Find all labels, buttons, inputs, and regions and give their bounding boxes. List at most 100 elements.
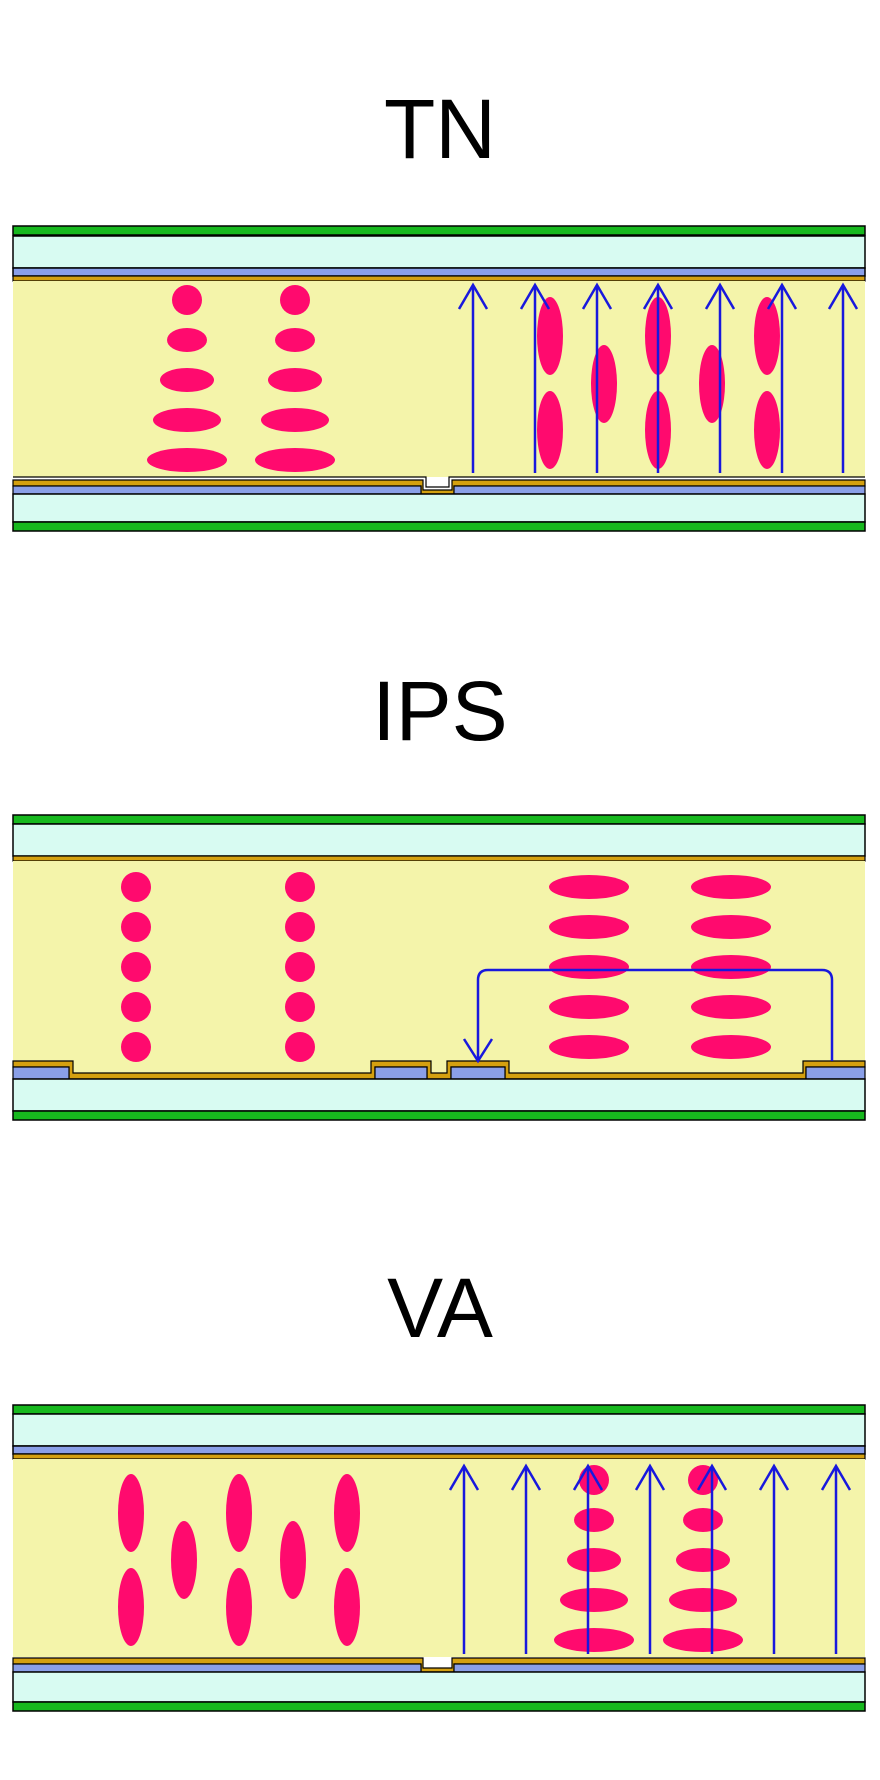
ips-electrode xyxy=(805,1066,866,1080)
ips-top-polarizer xyxy=(12,814,866,825)
tn-field-arrow xyxy=(519,282,551,473)
va-molecule xyxy=(226,1474,252,1552)
va-molecule xyxy=(663,1628,743,1652)
ips-molecule xyxy=(691,915,771,939)
ips-electrode xyxy=(374,1066,428,1080)
va-field-arrow xyxy=(696,1463,728,1654)
va-field-arrow xyxy=(448,1463,480,1654)
ips-molecule xyxy=(549,995,629,1019)
va-molecule xyxy=(574,1508,614,1532)
va-molecule xyxy=(683,1508,723,1532)
va-bottom-polarizer xyxy=(12,1701,866,1712)
tn-field-arrow xyxy=(457,282,489,473)
ips-bottom-polarizer xyxy=(12,1110,866,1121)
tn-molecule xyxy=(275,328,315,352)
tn-cell xyxy=(12,225,866,532)
ips-electrode xyxy=(12,1066,70,1080)
tn-molecule xyxy=(268,368,322,392)
va-molecule xyxy=(554,1628,634,1652)
va-top-glass xyxy=(12,1413,866,1447)
va-top-electrode xyxy=(12,1445,866,1455)
tn-molecule xyxy=(261,408,329,432)
va-top-alignment-layer xyxy=(12,1453,866,1460)
va-field-arrow xyxy=(572,1463,604,1654)
va-title: VA xyxy=(387,1261,493,1355)
ips-bottom-glass xyxy=(12,1078,866,1112)
va-molecule xyxy=(334,1568,360,1646)
tn-molecule xyxy=(537,297,563,375)
ips-molecule xyxy=(549,875,629,899)
ips-molecule xyxy=(691,875,771,899)
va-molecule xyxy=(171,1521,197,1599)
tn-molecule xyxy=(754,297,780,375)
ips-molecule xyxy=(121,872,151,902)
tn-field-arrows xyxy=(457,282,859,473)
va-molecule xyxy=(334,1474,360,1552)
va-molecule xyxy=(567,1548,621,1572)
ips-molecule xyxy=(121,952,151,982)
ips-molecule xyxy=(121,912,151,942)
tn-molecules-off xyxy=(147,285,335,472)
tn-molecule xyxy=(147,448,227,472)
va-field-arrow xyxy=(510,1463,542,1654)
ips-molecule xyxy=(285,992,315,1022)
va-field-arrow xyxy=(820,1463,852,1654)
ips-top-alignment-layer xyxy=(12,855,866,862)
ips-panel: IPS xyxy=(12,664,866,1121)
tn-field-arrow xyxy=(827,282,859,473)
va-molecules-off xyxy=(118,1474,360,1646)
ips-title: IPS xyxy=(372,664,507,758)
tn-top-alignment-layer xyxy=(12,275,866,282)
tn-top-glass xyxy=(12,235,866,269)
ips-molecule xyxy=(549,915,629,939)
ips-molecule xyxy=(285,1032,315,1062)
va-molecule xyxy=(669,1588,737,1612)
ips-molecule xyxy=(121,1032,151,1062)
ips-molecules-off xyxy=(121,872,315,1062)
ips-molecule xyxy=(285,912,315,942)
ips-molecule xyxy=(691,995,771,1019)
ips-molecule xyxy=(121,992,151,1022)
tn-molecule xyxy=(153,408,221,432)
ips-molecules-on xyxy=(549,875,771,1059)
ips-top-glass xyxy=(12,823,866,857)
tn-top-polarizer xyxy=(12,225,866,236)
tn-field-arrow xyxy=(704,282,736,473)
ips-molecule xyxy=(691,955,771,979)
tn-top-electrode xyxy=(12,267,866,277)
tn-bottom-electrode-right xyxy=(453,485,866,495)
tn-field-arrow xyxy=(581,282,613,473)
va-bottom-electrode-left xyxy=(12,1663,422,1673)
va-molecule xyxy=(118,1474,144,1552)
tn-field-arrow xyxy=(642,282,674,473)
ips-molecule xyxy=(285,872,315,902)
va-panel: VA xyxy=(12,1261,866,1712)
tn-molecule xyxy=(280,285,310,315)
va-molecule xyxy=(118,1568,144,1646)
ips-electrode xyxy=(450,1066,506,1080)
tn-molecule xyxy=(699,345,725,423)
tn-bottom-polarizer xyxy=(12,521,866,532)
ips-molecule xyxy=(549,955,629,979)
va-molecule xyxy=(226,1568,252,1646)
tn-field-arrow xyxy=(766,282,798,473)
tn-molecule xyxy=(172,285,202,315)
tn-bottom-electrode-left xyxy=(12,485,422,495)
ips-molecule xyxy=(549,1035,629,1059)
tn-panel: TN xyxy=(12,82,866,532)
va-molecule xyxy=(280,1521,306,1599)
va-field-arrow xyxy=(758,1463,790,1654)
tn-molecule xyxy=(167,328,207,352)
va-molecules-on xyxy=(554,1465,743,1652)
va-molecule xyxy=(676,1548,730,1572)
va-field-arrows xyxy=(448,1463,852,1654)
tn-molecule xyxy=(255,448,335,472)
va-bottom-electrode-right xyxy=(453,1663,866,1673)
ips-field-line xyxy=(462,968,834,1064)
tn-bottom-alignment-layer xyxy=(13,476,865,488)
tn-molecule xyxy=(754,391,780,469)
va-molecule xyxy=(560,1588,628,1612)
tn-liquid-crystal-layer xyxy=(13,281,865,477)
tn-title: TN xyxy=(384,82,496,176)
